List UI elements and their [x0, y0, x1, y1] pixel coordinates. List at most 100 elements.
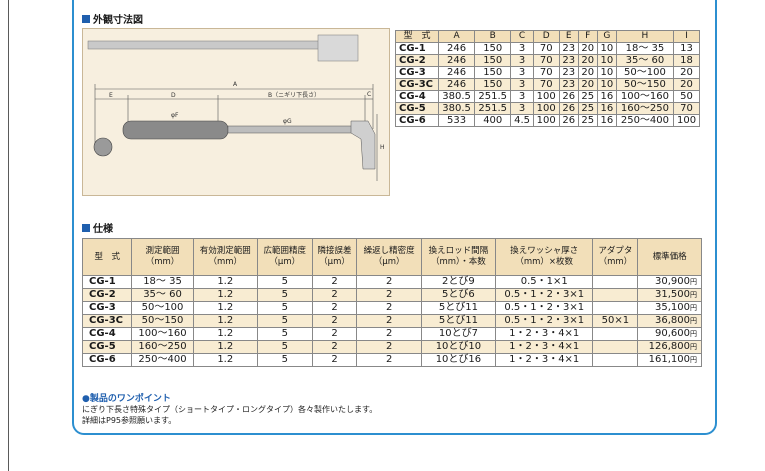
dims-cell: 18	[673, 54, 700, 67]
spec-cell-model: CG-3C	[81, 314, 133, 328]
dims-col-E: E	[558, 30, 579, 43]
dims-cell: 25	[577, 102, 598, 115]
spec-cell-model: CG-3	[81, 301, 133, 315]
spec-cell-model: CG-4	[81, 327, 133, 341]
spec-header-text: 標準価格	[652, 251, 687, 262]
dims-cell: 246	[437, 66, 476, 79]
dims-col-B: B	[474, 30, 512, 43]
spec-header-text: 換えロッド間隔	[428, 246, 489, 256]
yen-unit: 円	[690, 356, 697, 364]
dims-cell: 10	[596, 78, 617, 91]
spec-cell: 2	[311, 340, 358, 354]
dims-cell: 246	[437, 54, 476, 67]
dims-cell-model: CG-3	[395, 66, 439, 79]
spec-header-text: 広範囲精度	[263, 246, 307, 256]
price-value: 35,100	[655, 302, 690, 313]
spec-header-text: （μm）	[269, 257, 301, 267]
dims-cell: 3	[510, 66, 534, 79]
spec-header-text: 有効測定範囲	[199, 246, 251, 256]
spec-cell: 50～100	[131, 301, 194, 315]
dims-cell: 3	[510, 102, 534, 115]
spec-cell: 0.5・1・2・3×1	[494, 314, 594, 328]
dims-cell: 100	[673, 114, 700, 127]
note-title: ●製品のワンポイント	[82, 394, 171, 404]
spec-cell-model: CG-1	[81, 275, 133, 289]
spec-col-header: 繰返し精密度（μm）	[356, 238, 422, 276]
dims-cell: 100	[532, 114, 560, 127]
dims-cell: 23	[558, 42, 579, 55]
price-value: 90,600	[655, 328, 690, 339]
square-bullet-icon	[82, 224, 90, 232]
dims-cell: 26	[558, 90, 579, 103]
dims-cell-model: CG-1	[395, 42, 439, 55]
spec-header-text: アダプタ	[598, 246, 633, 256]
dims-cell-model: CG-5	[395, 102, 439, 115]
dims-cell: 10	[596, 54, 617, 67]
dims-cell: 25	[577, 114, 598, 127]
dims-cell: 533	[437, 114, 476, 127]
spec-header-text: （μm）	[319, 257, 350, 267]
dims-cell: 10	[596, 42, 617, 55]
spec-col-header: 標準価格	[637, 238, 702, 276]
spec-cell: 2	[356, 340, 422, 354]
spec-cell: 2	[311, 353, 358, 367]
gauge-drawing: A E D B（ニギリ下長さ） C H φF φG	[87, 34, 385, 181]
spec-cell: 10とび16	[420, 353, 497, 367]
dims-cell: 26	[558, 102, 579, 115]
spec-header-text: 隣接誤差	[317, 246, 352, 256]
spec-col-header: 隣接誤差（μm）	[311, 238, 358, 276]
spec-cell: 10とび7	[420, 327, 497, 341]
spec-cell: 5	[256, 340, 313, 354]
dims-cell: 3	[510, 42, 534, 55]
dims-cell-model: CG-3C	[395, 78, 439, 91]
dims-col-A: A	[437, 30, 476, 43]
spec-col-header: 有効測定範囲（mm）	[192, 238, 258, 276]
spec-cell	[592, 288, 639, 302]
spec-cell: 1.2	[192, 327, 258, 341]
spec-header-row: 型 式測定範囲（mm）有効測定範囲（mm）広範囲精度（μm）隣接誤差（μm）繰返…	[81, 238, 702, 276]
spec-cell: 160～250	[131, 340, 194, 354]
dims-cell: 20	[673, 66, 700, 79]
spec-header-text: （μm）	[373, 257, 405, 267]
dims-cell: 250～400	[615, 114, 675, 127]
dims-cell: 25	[577, 90, 598, 103]
spec-cell: 1.2	[192, 353, 258, 367]
spec-cell-price: 31,500円	[637, 288, 702, 302]
dims-cell: 380.5	[437, 102, 476, 115]
section-heading-spec: 仕様	[82, 220, 113, 235]
spec-cell: 1・2・3・4×1	[494, 327, 594, 341]
spec-cell: 5	[256, 353, 313, 367]
dims-cell: 70	[532, 42, 560, 55]
spec-cell: 0.5・1・2・3×1	[494, 288, 594, 302]
price-value: 126,800	[648, 341, 690, 352]
yen-unit: 円	[690, 304, 697, 312]
label-E: E	[109, 92, 113, 99]
note-line-2: 詳細はP95参照願います。	[82, 416, 177, 425]
spec-cell: 2	[356, 314, 422, 328]
dims-cell: 16	[596, 102, 617, 115]
spec-cell: 18～ 35	[131, 275, 194, 289]
dims-cell: 70	[532, 78, 560, 91]
dims-cell: 20	[577, 54, 598, 67]
dims-cell: 100	[532, 102, 560, 115]
dims-cell: 16	[596, 90, 617, 103]
dims-cell: 70	[532, 66, 560, 79]
yen-unit: 円	[690, 343, 697, 351]
spec-cell: 1・2・3・4×1	[494, 340, 594, 354]
dims-cell: 150	[474, 66, 512, 79]
dimension-diagram: A E D B（ニギリ下長さ） C H φF φG	[82, 28, 390, 196]
spec-col-header: 広範囲精度（μm）	[256, 238, 313, 276]
spec-cell: 250～400	[131, 353, 194, 367]
spec-cell	[592, 340, 639, 354]
spec-cell-model: CG-2	[81, 288, 133, 302]
spec-cell-price: 90,600円	[637, 327, 702, 341]
spec-cell: 5	[256, 275, 313, 289]
dims-cell: 18～ 35	[615, 42, 675, 55]
dims-cell: 23	[558, 66, 579, 79]
